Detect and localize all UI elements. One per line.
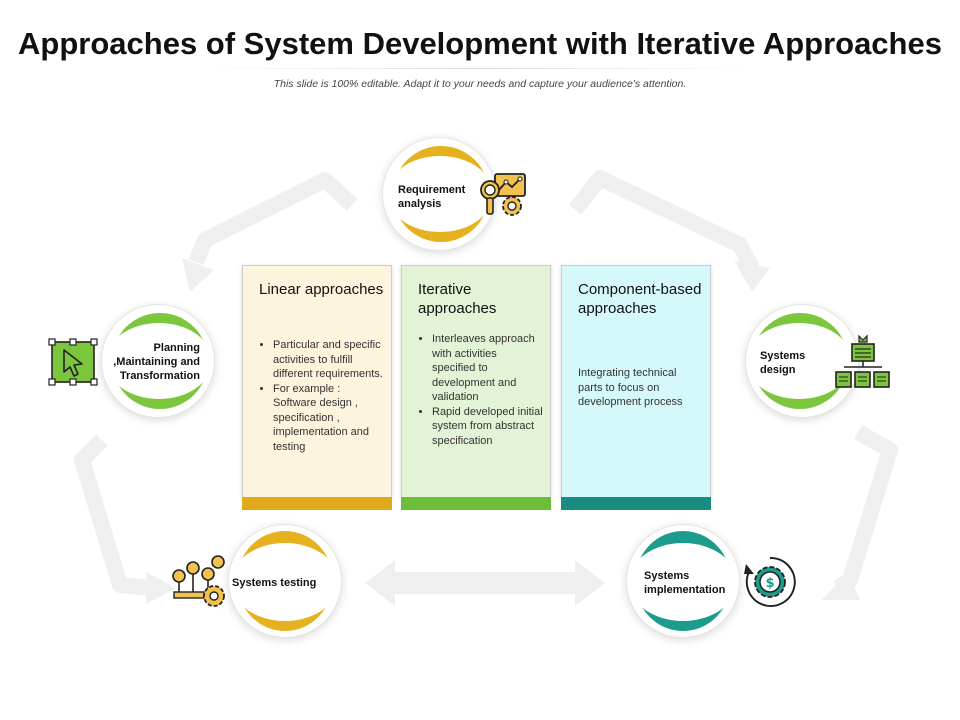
- arrow-design-to-implementation: [833, 425, 898, 595]
- card-text: Integrating technical parts to focus on …: [578, 367, 683, 408]
- planning-label: Planning ,Maintaining and Transformation: [113, 342, 200, 382]
- testing-gears-icon: [172, 555, 225, 607]
- card-title: Linear approaches: [259, 281, 384, 298]
- card-bullet: Particular and specific activities to fu…: [273, 338, 384, 382]
- page-title: Approaches of System Development with It…: [18, 26, 942, 61]
- card-band-component: [561, 497, 711, 510]
- planning-node: [102, 305, 214, 417]
- arrowhead-implementation: [822, 572, 860, 600]
- requirement-analysis-node: [383, 138, 495, 250]
- arrow-requirement-to-design: [568, 170, 760, 272]
- magnifier-gear-chart-icon: [480, 173, 526, 216]
- page-subtitle: This slide is 100% editable. Adapt it to…: [273, 78, 687, 90]
- card-component-based-approaches: Component-based approaches Integrating t…: [561, 265, 711, 498]
- card-title: Iterative approaches: [418, 281, 497, 317]
- systems-implementation-label: Systems implementation: [644, 570, 726, 596]
- card-bullet: Rapid developed initial system from abst…: [432, 405, 543, 449]
- systems-implementation-node: [627, 525, 739, 637]
- systems-testing-node: [229, 525, 341, 637]
- card-title: Component-based approaches: [578, 281, 702, 317]
- systems-testing-label: Systems testing: [232, 577, 317, 589]
- card-bullet: Interleaves approach with activities spe…: [432, 332, 543, 405]
- title-divider: [200, 68, 760, 69]
- double-arrow-testing-implementation: [365, 560, 605, 606]
- dollar-gear-icon: $: [744, 556, 796, 607]
- card-iterative-approaches: Iterative approaches Interleaves approac…: [401, 265, 551, 498]
- systems-design-node: [746, 305, 858, 417]
- systems-design-label: Systems design: [760, 350, 806, 376]
- card-bullets: Particular and specific activities to fu…: [259, 338, 384, 454]
- arrowhead-testing: [146, 572, 176, 604]
- svg-text:$: $: [765, 576, 774, 591]
- hierarchy-chart-icon: [835, 334, 890, 388]
- arrow-requirement-to-planning: [188, 172, 358, 266]
- card-band-iterative: [401, 497, 551, 510]
- card-bullet: For example : Software design , specific…: [273, 382, 384, 455]
- card-band-linear: [242, 497, 392, 510]
- arrowhead-planning: [182, 258, 214, 292]
- card-linear-approaches: Linear approaches Particular and specifi…: [242, 265, 392, 498]
- card-bullets: Interleaves approach with activities spe…: [418, 332, 543, 448]
- arrowhead-design: [734, 260, 770, 292]
- requirement-analysis-label: Requirement analysis: [398, 184, 466, 210]
- arrow-planning-to-testing: [74, 434, 151, 596]
- cursor-select-icon: [48, 338, 98, 386]
